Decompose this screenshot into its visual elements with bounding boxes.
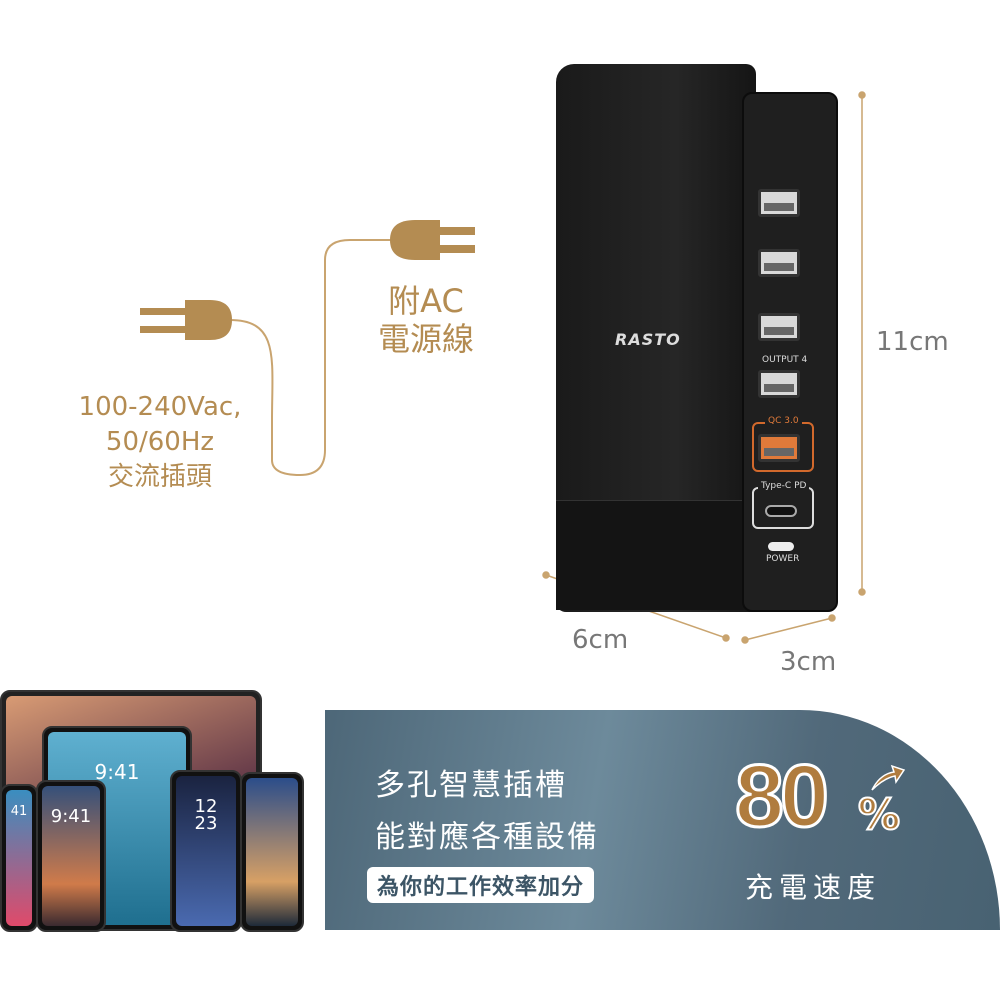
width-dimension: 6cm bbox=[572, 625, 629, 655]
label-line: 50/60Hz bbox=[105, 427, 215, 457]
banner-headline: 多孔智慧插槽能對應各種設備 bbox=[375, 760, 599, 864]
arrow-up-icon bbox=[871, 764, 906, 791]
input-spec-label: 100-240Vac, 50/60Hz 交流插頭 bbox=[40, 390, 280, 495]
label-line: 附AC bbox=[388, 282, 464, 320]
plug-icon-left bbox=[140, 300, 232, 340]
height-dimension: 11cm bbox=[876, 327, 949, 357]
tablet-clock: 9:41 bbox=[94, 760, 140, 784]
stat-label: 充電速度 bbox=[745, 871, 882, 904]
headline-line: 能對應各種設備 bbox=[375, 820, 599, 855]
qc-label: QC 3.0 bbox=[765, 416, 802, 426]
phone-partial-image: 41 bbox=[0, 784, 38, 932]
usb-port bbox=[758, 370, 800, 398]
label-line: 交流插頭 bbox=[107, 462, 212, 492]
typec-port bbox=[765, 505, 797, 517]
tagline-badge: 為你的工作效率加分 bbox=[367, 867, 595, 903]
output-label: OUTPUT 4 bbox=[762, 355, 808, 365]
phone-clock-hour: 12 bbox=[194, 796, 218, 817]
headline-line: 多孔智慧插槽 bbox=[375, 768, 567, 803]
phone-clock-minute: 23 bbox=[194, 813, 218, 834]
label-line: 100-240Vac, bbox=[78, 392, 242, 422]
plug-icon-right bbox=[390, 220, 475, 260]
ac-cable bbox=[229, 239, 392, 477]
label-line: 電源線 bbox=[378, 320, 475, 358]
brand-logo: RASTO bbox=[615, 330, 681, 349]
phone-clock: 41 bbox=[10, 804, 28, 819]
power-led bbox=[768, 542, 794, 551]
typec-label: Type-C PD bbox=[758, 481, 810, 491]
depth-dimension: 3cm bbox=[780, 647, 837, 677]
stat-value: 80 bbox=[734, 745, 831, 847]
port-panel bbox=[742, 92, 838, 612]
power-label: POWER bbox=[766, 554, 800, 564]
phone-image bbox=[240, 772, 304, 932]
phone-clock: 9:41 bbox=[50, 806, 92, 827]
usb-port bbox=[758, 249, 800, 277]
usb-port bbox=[758, 313, 800, 341]
charger-base bbox=[556, 500, 746, 610]
qc-usb-port bbox=[758, 434, 800, 462]
phone-image: 9:41 bbox=[36, 780, 106, 932]
usb-port bbox=[758, 189, 800, 217]
stat-unit: % bbox=[857, 789, 901, 840]
